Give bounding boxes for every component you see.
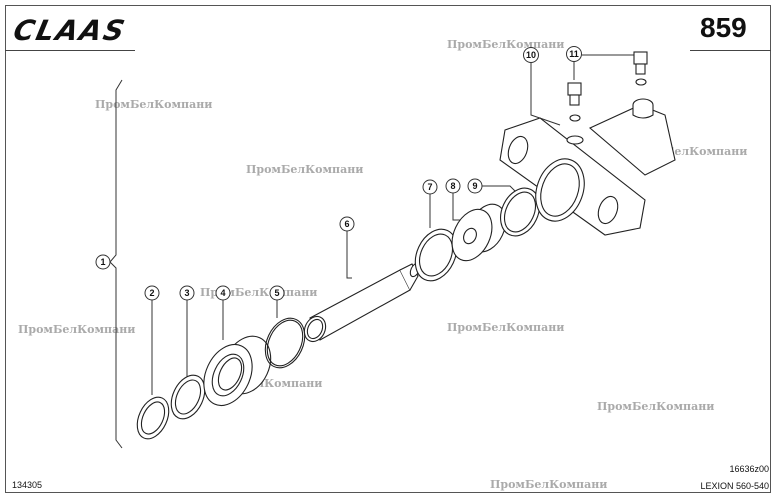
part-3-seal-ring [170, 374, 206, 420]
watermark: ПромБелКомпани [95, 98, 213, 111]
part-5-o-ring [264, 317, 306, 369]
callout-5: 5 [269, 285, 285, 301]
header-divider-right [690, 50, 771, 51]
callout-9: 9 [467, 178, 483, 194]
part-10-cylinder-housing [499, 98, 676, 236]
svg-text:10: 10 [526, 50, 536, 60]
part-2-wiper-ring [136, 396, 170, 440]
part-9-seal-ring [500, 187, 540, 237]
svg-text:1: 1 [100, 257, 105, 267]
callouts: 1 2 3 4 5 6 7 8 9 10 11 [95, 46, 582, 301]
page-number: 859 [700, 12, 747, 43]
part-6-piston-rod [303, 262, 421, 343]
part-11-screw-fitting [567, 51, 648, 122]
watermark: ПромБелКомпани [18, 323, 136, 336]
watermark: ПромБелКомпани [597, 400, 715, 413]
svg-text:8: 8 [450, 181, 455, 191]
callout-4: 4 [215, 285, 231, 301]
drawing-code: 16636z00 [729, 464, 769, 474]
model-label: LEXION 560-540 [700, 481, 769, 491]
assembly-bracket [109, 79, 123, 449]
callout-8: 8 [445, 178, 461, 194]
svg-text:2: 2 [149, 288, 154, 298]
callout-2: 2 [144, 285, 160, 301]
header-divider [5, 50, 135, 51]
callout-7: 7 [422, 179, 438, 195]
part-8-piston [451, 203, 507, 262]
svg-text:3: 3 [184, 288, 189, 298]
watermark: ПромБелКомпани [246, 163, 364, 176]
page-frame [5, 5, 771, 493]
svg-text:5: 5 [274, 288, 279, 298]
callout-11: 11 [566, 46, 582, 62]
part-4-guide-nut [203, 335, 272, 407]
image-id: 134305 [12, 480, 43, 490]
part-7-seal-ring [414, 228, 458, 282]
callout-3: 3 [179, 285, 195, 301]
svg-text:7: 7 [427, 182, 432, 192]
svg-text:11: 11 [569, 49, 579, 59]
watermark: ПромБелКомпани [490, 478, 608, 491]
callout-6: 6 [339, 216, 355, 232]
svg-text:9: 9 [472, 181, 477, 191]
svg-text:4: 4 [220, 288, 225, 298]
svg-text:6: 6 [344, 219, 349, 229]
watermark: ПромБелКомпани [447, 321, 565, 334]
callout-10: 10 [523, 47, 539, 63]
callout-1: 1 [95, 254, 111, 270]
watermark: ПромБелКомпани [447, 38, 565, 51]
